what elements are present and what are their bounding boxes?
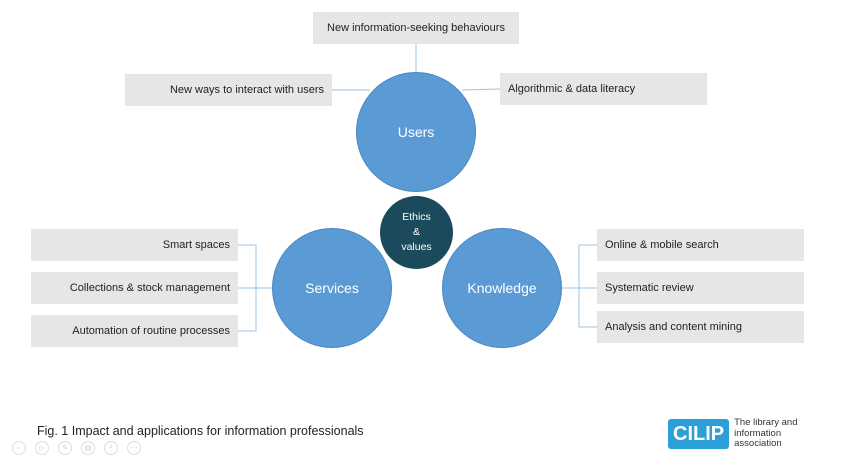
cilip-logo: CILIP The library and information associ… — [668, 417, 814, 450]
users-item-top: New information-seeking behaviours — [313, 12, 519, 44]
ethics-hub: Ethics & values — [380, 196, 453, 269]
item-label: Smart spaces — [162, 239, 230, 251]
knowledge-item: Online & mobile search — [597, 229, 804, 261]
logo-text: The library and information association — [734, 417, 798, 449]
services-hub: Services — [272, 228, 392, 348]
ethics-label: Ethics — [402, 211, 431, 223]
slides-icon[interactable]: ▤ — [81, 441, 95, 455]
logo-mark: CILIP — [668, 418, 730, 449]
users-hub: Users — [356, 72, 476, 192]
services-item: Automation of routine processes — [31, 315, 238, 347]
pen-icon[interactable]: ✎ — [58, 441, 72, 455]
ethics-label: values — [401, 241, 432, 253]
figure-caption: Fig. 1 Impact and applications for infor… — [37, 424, 364, 438]
previous-icon[interactable]: ‹ — [12, 441, 26, 455]
knowledge-item: Systematic review — [597, 272, 804, 304]
slide-controls: ‹ ▷ ✎ ▤ ⌕ ⋯ — [12, 441, 141, 455]
play-icon[interactable]: ▷ — [35, 441, 49, 455]
item-label: Online & mobile search — [605, 239, 719, 251]
more-icon[interactable]: ⋯ — [127, 441, 141, 455]
item-label: Analysis and content mining — [605, 321, 742, 333]
item-label: Automation of routine processes — [72, 325, 230, 337]
knowledge-item: Analysis and content mining — [597, 311, 804, 343]
item-label: Systematic review — [605, 282, 694, 294]
zoom-icon[interactable]: ⌕ — [104, 441, 118, 455]
services-item: Collections & stock management — [31, 272, 238, 304]
item-label: New information-seeking behaviours — [327, 22, 505, 34]
users-item-right: Algorithmic & data literacy — [500, 73, 707, 105]
services-item: Smart spaces — [31, 229, 238, 261]
users-item-left: New ways to interact with users — [125, 74, 332, 106]
knowledge-hub: Knowledge — [442, 228, 562, 348]
item-label: New ways to interact with users — [169, 84, 324, 96]
item-label: Collections & stock management — [69, 282, 230, 294]
item-label: Algorithmic & data literacy — [508, 83, 636, 95]
ethics-label: & — [412, 226, 420, 238]
